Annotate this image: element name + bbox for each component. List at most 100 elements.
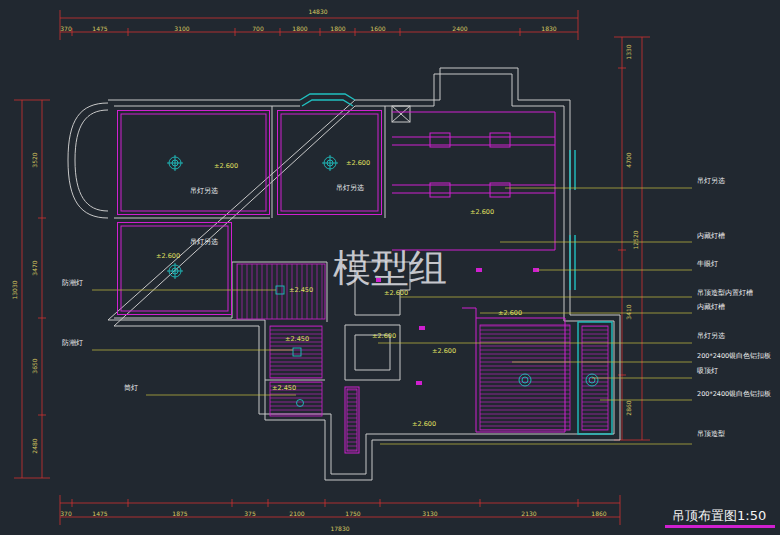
spot-lights (476, 268, 482, 272)
ceiling-outlines (430, 183, 450, 197)
dimension-text: 1860 (591, 511, 606, 517)
dimension-text: 3130 (422, 511, 437, 517)
dimension-lines (578, 10, 579, 40)
ceiling-outlines (392, 137, 555, 193)
dimension-lines (14, 478, 50, 479)
ceiling-height: ±2.600 (412, 421, 436, 428)
dimension-lines (614, 37, 650, 38)
callout-label: 防潮灯 (62, 340, 83, 347)
lamps (322, 155, 338, 171)
room-ceiling: ±2.600 吊灯另选 (117, 110, 270, 215)
dimension-text: 1475 (92, 26, 107, 32)
dimension-text: 2400 (452, 26, 467, 32)
dimension-text: 1875 (172, 511, 187, 517)
callout-label: 内藏灯槽 (697, 304, 725, 311)
lamps (297, 400, 304, 407)
hatched-panels (347, 389, 357, 451)
caption-bar (665, 525, 775, 528)
room-note: ±2.600 (346, 160, 370, 167)
leader-lines (92, 290, 296, 395)
dimension-text: 12520 (633, 230, 639, 249)
dimension-text: 1800 (330, 26, 345, 32)
walls (108, 68, 620, 480)
dimension-lines (42, 100, 43, 478)
dimension-lines (60, 10, 61, 40)
dimension-text: 2130 (521, 511, 536, 517)
walls (345, 325, 400, 380)
dimension-lines (60, 503, 620, 504)
walls (114, 106, 385, 380)
dimension-text: 3100 (174, 26, 189, 32)
dimension-lines (72, 499, 578, 507)
walls (75, 110, 108, 211)
dimension-text: 4700 (626, 152, 632, 167)
dimension-text: 3410 (626, 304, 632, 319)
lamps (167, 263, 183, 279)
dimension-text: 1830 (541, 26, 556, 32)
callout-label: 吊顶造型 (697, 431, 725, 438)
dimension-text: 1330 (626, 44, 632, 59)
dimension-lines (60, 32, 578, 33)
ceiling-height: ±2.600 (432, 348, 456, 355)
drawing-caption: 吊顶布置图1:50 (672, 509, 766, 522)
spot-lights (416, 381, 422, 385)
walls (392, 106, 410, 122)
dimension-text: 14830 (308, 9, 327, 15)
dimension-text: 1475 (92, 511, 107, 517)
dimension-text: 700 (252, 26, 263, 32)
room-note: ±2.600 (214, 163, 238, 170)
dimension-text: 3520 (32, 152, 38, 167)
dimension-lines (622, 37, 623, 440)
callout-label: 吊灯另选 (697, 178, 725, 185)
ceiling-height: ±2.600 (470, 209, 494, 216)
dimension-lines (620, 495, 621, 525)
dimension-lines (14, 100, 50, 101)
lamps (586, 374, 598, 386)
windows (570, 150, 575, 290)
spot-lights (419, 326, 425, 330)
ceiling-outlines (490, 133, 510, 147)
leader-lines (92, 188, 692, 444)
windows (300, 94, 355, 106)
room-note: ±2.600 (156, 253, 180, 260)
lamps (167, 155, 183, 171)
walls (114, 74, 614, 474)
lamps (293, 348, 301, 356)
ceiling-height: ±2.600 (498, 310, 522, 317)
dimension-text: 375 (244, 511, 255, 517)
dimension-text: 2480 (32, 438, 38, 453)
dimension-text: 3650 (32, 358, 38, 373)
room-note: 吊灯另选 (190, 188, 218, 195)
dimension-lines (60, 18, 578, 19)
dimension-lines (60, 495, 61, 525)
dimension-text: 2100 (289, 511, 304, 517)
lamps (276, 286, 284, 294)
walls (68, 103, 108, 218)
ceiling-outlines (490, 183, 510, 197)
ceiling-height: ±2.450 (289, 287, 313, 294)
hatched-panels (480, 325, 570, 430)
room-note: 吊灯另选 (336, 185, 364, 192)
dimension-text: 2860 (626, 400, 632, 415)
ceiling-height: ±2.600 (384, 290, 408, 297)
dimension-text: 370 (60, 26, 71, 32)
hatched-panels (270, 326, 322, 378)
dimension-lines (14, 10, 650, 525)
callout-label: 牛眼灯 (697, 261, 718, 268)
dimension-text: 17830 (330, 526, 349, 532)
callout-label: 吊顶造型内置灯槽 (697, 290, 753, 297)
dimension-text: 1800 (292, 26, 307, 32)
walls (392, 106, 410, 122)
lamps (519, 374, 531, 386)
dimension-text: 370 (60, 511, 71, 517)
callout-label: 防潮灯 (62, 280, 83, 287)
dimension-text: 1600 (370, 26, 385, 32)
watermark: 模型组 (333, 249, 447, 287)
walls (68, 68, 620, 480)
dimension-lines (22, 100, 23, 478)
room-note: 吊灯另选 (190, 239, 218, 246)
windows (300, 94, 612, 434)
walls (392, 106, 410, 122)
ceiling-height: ±2.450 (272, 385, 296, 392)
